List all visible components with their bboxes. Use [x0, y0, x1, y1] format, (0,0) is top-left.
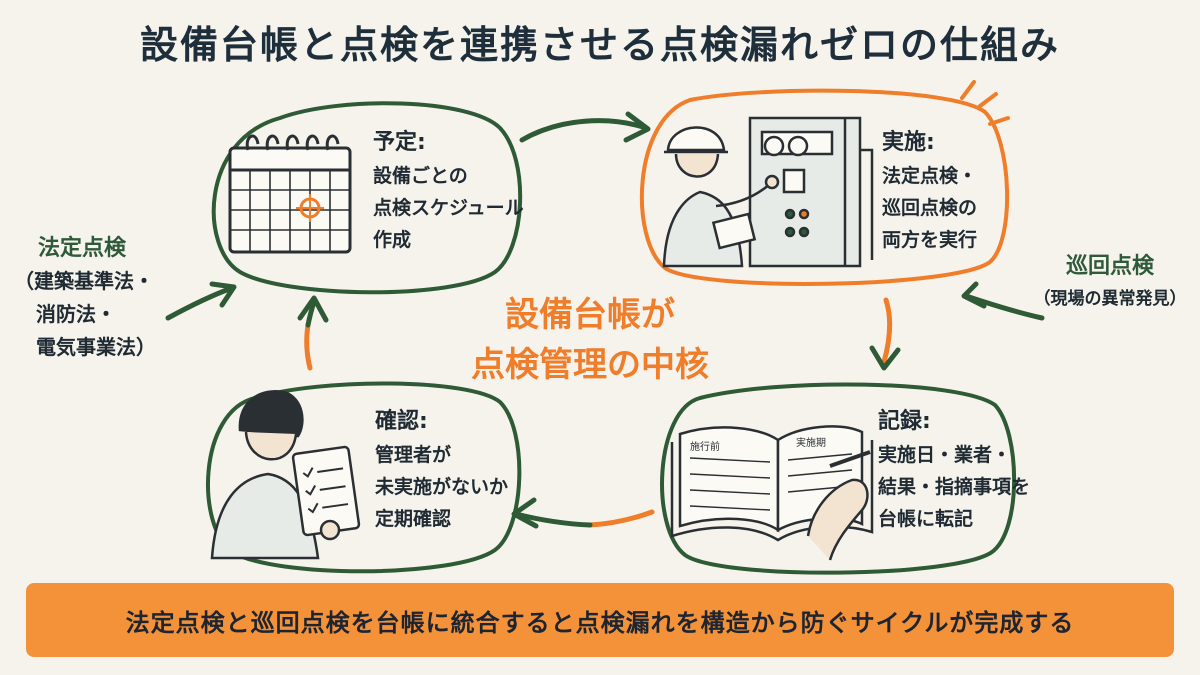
stage-execute-text: 実施: 法定点検・ 巡回点検の 両方を実行	[882, 126, 977, 256]
patrol-inspection-sub: （現場の異常発見）	[1033, 289, 1187, 309]
stage-plan-text: 予定: 設備ごとの 点検スケジュール 作成	[373, 126, 524, 256]
arrow-execute-to-record	[869, 297, 901, 371]
stage-plan-line-3: 作成	[373, 229, 412, 251]
record-loop	[660, 382, 1017, 575]
execute-loop	[639, 88, 1010, 286]
arrow-confirm-to-plan	[297, 295, 329, 371]
stage-plan-line-1: 設備ごとの	[373, 165, 468, 187]
arrow-record-to-confirm	[511, 497, 655, 529]
stage-execute-line-1: 法定点検・	[882, 165, 978, 187]
patrol-inspection-input: 巡回点検 （現場の異常発見）	[1028, 250, 1192, 316]
manager-checklist-icon	[210, 390, 361, 560]
book-tab-left: 施行前	[690, 440, 720, 453]
stage-record-line-3: 台帳に転記	[878, 508, 974, 530]
legal-inspection-head: 法定点検	[38, 236, 127, 261]
stage-plan-line-2: 点検スケジュール	[373, 197, 524, 219]
legal-inspection-line-1: （建築基準法・	[14, 269, 154, 293]
stage-confirm-head: 確認:	[375, 409, 428, 434]
arrow-legal-input	[165, 281, 237, 321]
stage-record-text: 記録: 実施日・業者・ 結果・指摘事項を 台帳に転記	[878, 405, 1030, 535]
stage-record-head: 記録:	[878, 409, 931, 434]
record-book-icon	[670, 425, 874, 561]
stage-record-line-2: 結果・指摘事項を	[878, 476, 1031, 498]
worker-inspecting-panel-icon	[662, 116, 874, 268]
stage-execute-head: 実施:	[882, 130, 935, 155]
stage-confirm-line-1: 管理者が	[375, 444, 452, 466]
patrol-inspection-head: 巡回点検	[1065, 254, 1154, 279]
stage-plan-head: 予定:	[373, 130, 426, 155]
confirm-loop	[206, 381, 522, 574]
center-hub-text: 設備台帳が 点検管理の中核	[440, 290, 740, 390]
arrow-plan-to-execute	[519, 111, 651, 143]
page-title: 設備台帳と点検を連携させる点検漏れゼロの仕組み	[139, 23, 1060, 67]
stage-confirm-line-3: 定期確認	[375, 508, 452, 530]
arrow-patrol-input	[961, 281, 1045, 321]
highlight-sparks-icon	[960, 80, 1010, 126]
plan-loop	[211, 101, 523, 295]
legal-inspection-line-3: 電気事業法）	[36, 335, 156, 359]
stage-execute-line-2: 巡回点検の	[882, 197, 978, 219]
center-line-2: 点検管理の中核	[471, 345, 709, 385]
center-line-1: 設備台帳が	[505, 295, 675, 335]
legal-inspection-line-2: 消防法・	[36, 302, 116, 326]
stage-confirm-line-2: 未実施がないか	[375, 476, 509, 498]
summary-banner: 法定点検と巡回点検を台帳に統合すると点検漏れを構造から防ぐサイクルが完成する	[26, 583, 1174, 657]
calendar-icon	[228, 134, 352, 254]
book-tab-right: 実施期	[796, 436, 826, 449]
legal-inspection-input: 法定点検 （建築基準法・ 消防法・ 電気事業法）	[14, 232, 156, 364]
summary-banner-text: 法定点検と巡回点検を台帳に統合すると点検漏れを構造から防ぐサイクルが完成する	[125, 608, 1075, 637]
stage-record-line-1: 実施日・業者・	[878, 444, 1012, 466]
stage-execute-line-3: 両方を実行	[882, 229, 978, 251]
stage-confirm-text: 確認: 管理者が 未実施がないか 定期確認	[375, 405, 508, 535]
